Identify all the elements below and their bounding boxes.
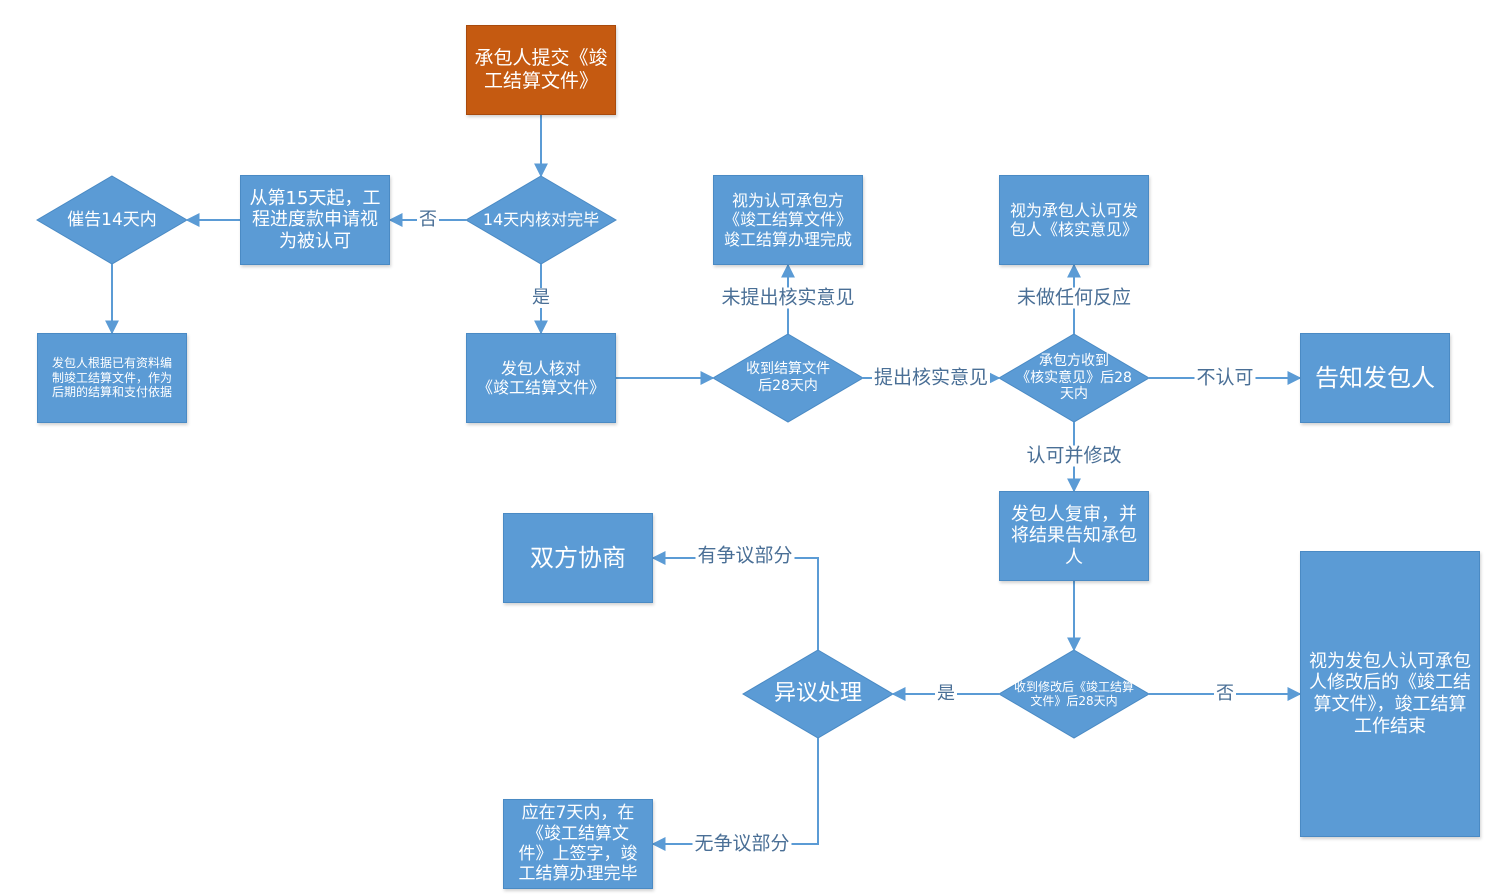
node-deemed-accept-complete: 视为认可承包方 《竣工结算文件》 竣工结算办理完成 <box>713 175 863 265</box>
diamond-receive28-shape <box>712 333 864 423</box>
node-submit: 承包人提交《竣 工结算文件》 <box>466 25 616 115</box>
diamond-receive-modified28: 收到修改后《竣工结算 文件》后28天内 <box>1013 679 1134 708</box>
diamond-check14: 14天内核对完毕 <box>482 210 600 230</box>
node-deemed-owner-accept-modified: 视为发包人认可承包 人修改后的《竣工结 算文件》，竣工结算 工作结束 <box>1300 551 1480 837</box>
edge-dispute-to-negotiate <box>651 551 819 650</box>
edge-label-undisputed: 无争议部分 <box>692 832 792 855</box>
node-owner-review: 发包人复审，并 将结果告知承包 人 <box>999 491 1149 581</box>
node-sign7: 应在7天内，在 《竣工结算文 件》上签字，竣 工结算办理完毕 <box>503 799 653 889</box>
edge-label-raise-objection: 提出核实意见 <box>871 366 991 389</box>
node-deemed-contractor-accept: 视为承包人认可发 包人《核实意见》 <box>999 175 1149 265</box>
node-negotiate: 双方协商 <box>503 513 653 603</box>
edge-label-disputed: 有争议部分 <box>695 544 795 567</box>
edge-dispute-to-sign <box>651 738 819 851</box>
node-notify-owner: 告知发包人 <box>1300 333 1450 423</box>
edge-label-no-1: 否 <box>417 209 439 230</box>
diamond-receive-modified28-shape <box>998 649 1150 739</box>
edge-label-no-response: 未做任何反应 <box>1014 286 1134 309</box>
edge-label-no-2: 否 <box>1214 683 1236 704</box>
node-owner-verify: 发包人核对 《竣工结算文件》 <box>466 333 616 423</box>
edge-label-yes-1: 是 <box>530 287 552 308</box>
diamond-remind14: 催告14天内 <box>67 209 157 230</box>
edge-label-no-objection: 未提出核实意见 <box>719 286 857 309</box>
edge-label-yes-2: 是 <box>935 683 957 704</box>
diamond-dispute-handling: 异议处理 <box>773 680 862 706</box>
node-owner-compile: 发包人根据已有资料编 制竣工结算文件，作为 后期的结算和支付依据 <box>37 333 187 423</box>
diamond-receive28: 收到结算文件 后28天内 <box>746 361 830 394</box>
node-from-day15: 从第15天起，工 程进度款申请视 为被认可 <box>240 175 390 265</box>
diamond-contractor-receive28: 承包方收到 《核实意见》后28 天内 <box>1016 352 1132 403</box>
edge-label-not-accept: 不认可 <box>1194 366 1256 389</box>
edge-label-accept-modify: 认可并修改 <box>1024 444 1124 467</box>
